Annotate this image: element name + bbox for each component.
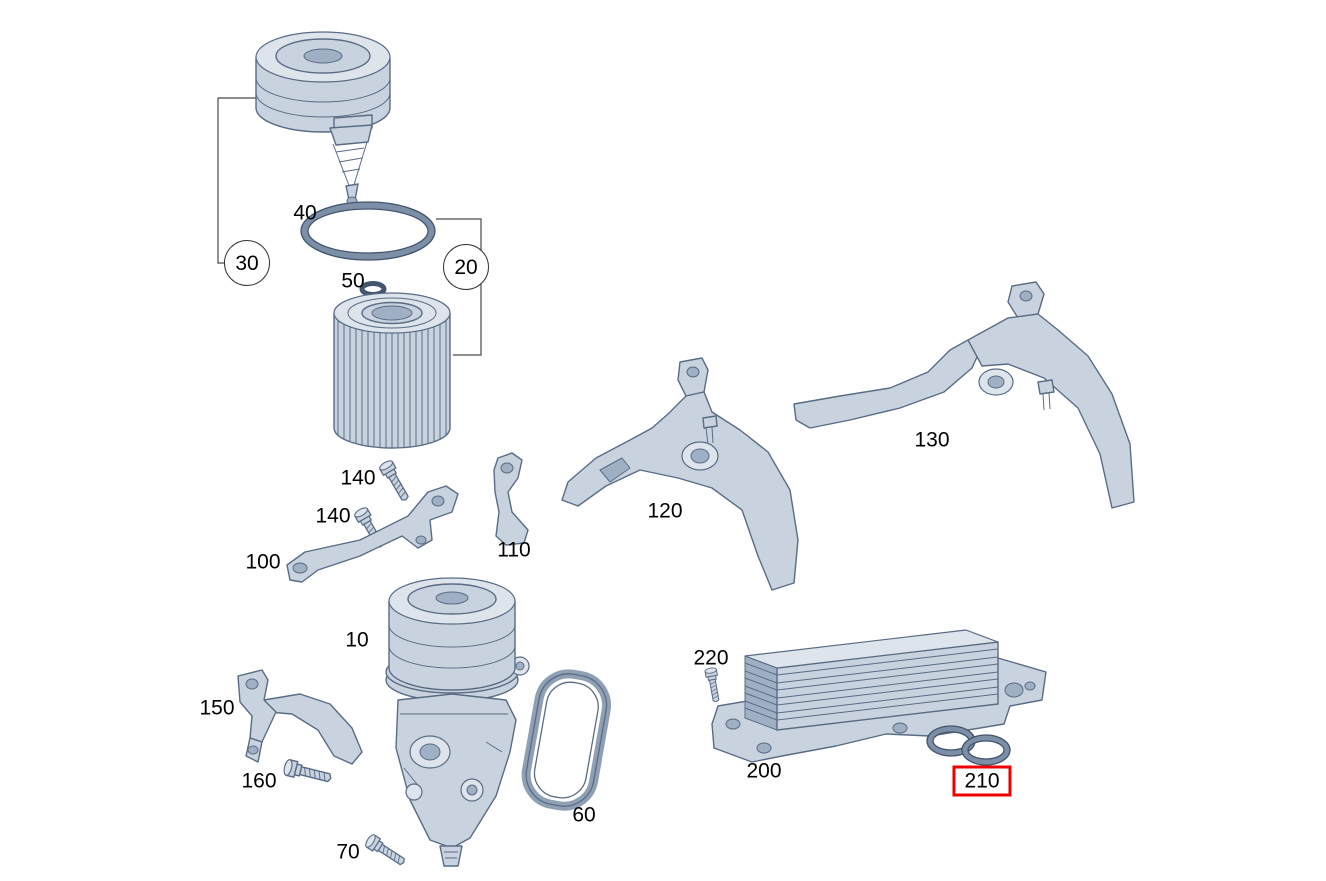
part-bolt-70[interactable] xyxy=(363,832,409,870)
part-label-150[interactable]: 150 xyxy=(199,696,235,720)
part-oil-filter-housing[interactable] xyxy=(385,577,530,867)
part-gasket-60[interactable] xyxy=(521,669,612,811)
part-label-220[interactable]: 220 xyxy=(693,646,729,670)
part-o-ring-40[interactable] xyxy=(300,201,436,261)
part-label-160[interactable]: 160 xyxy=(241,769,277,793)
part-label-50[interactable]: 50 xyxy=(341,269,365,293)
part-oil-filter-cap[interactable] xyxy=(255,31,391,206)
part-label-110[interactable]: 110 xyxy=(497,538,531,562)
part-label-10[interactable]: 10 xyxy=(345,628,369,652)
part-label-40[interactable]: 40 xyxy=(293,201,317,225)
part-bracket-110[interactable] xyxy=(493,452,529,546)
part-label-210-highlighted[interactable]: 210 xyxy=(952,765,1012,797)
part-screw-220[interactable] xyxy=(704,666,723,704)
part-bracket-120[interactable] xyxy=(561,357,799,591)
part-bracket-130[interactable] xyxy=(793,281,1135,509)
part-label-120[interactable]: 120 xyxy=(647,499,683,523)
part-label-60[interactable]: 60 xyxy=(572,803,596,827)
part-oil-cooler-200[interactable] xyxy=(711,629,1047,763)
part-label-20[interactable]: 20 xyxy=(443,244,489,290)
part-label-200[interactable]: 200 xyxy=(746,759,782,783)
part-label-140-a[interactable]: 140 xyxy=(340,466,376,490)
part-label-140-b[interactable]: 140 xyxy=(315,504,351,528)
part-label-130[interactable]: 130 xyxy=(914,428,950,452)
part-bracket-100[interactable] xyxy=(286,485,459,583)
part-bolt-140-a[interactable] xyxy=(377,458,413,504)
part-label-30[interactable]: 30 xyxy=(224,240,270,286)
part-filter-element[interactable] xyxy=(333,292,451,449)
part-label-100[interactable]: 100 xyxy=(245,550,281,574)
part-bolt-160[interactable] xyxy=(282,758,334,787)
part-o-rings-210[interactable] xyxy=(926,725,1011,766)
part-bracket-150[interactable] xyxy=(237,669,363,765)
part-label-70[interactable]: 70 xyxy=(336,840,360,864)
